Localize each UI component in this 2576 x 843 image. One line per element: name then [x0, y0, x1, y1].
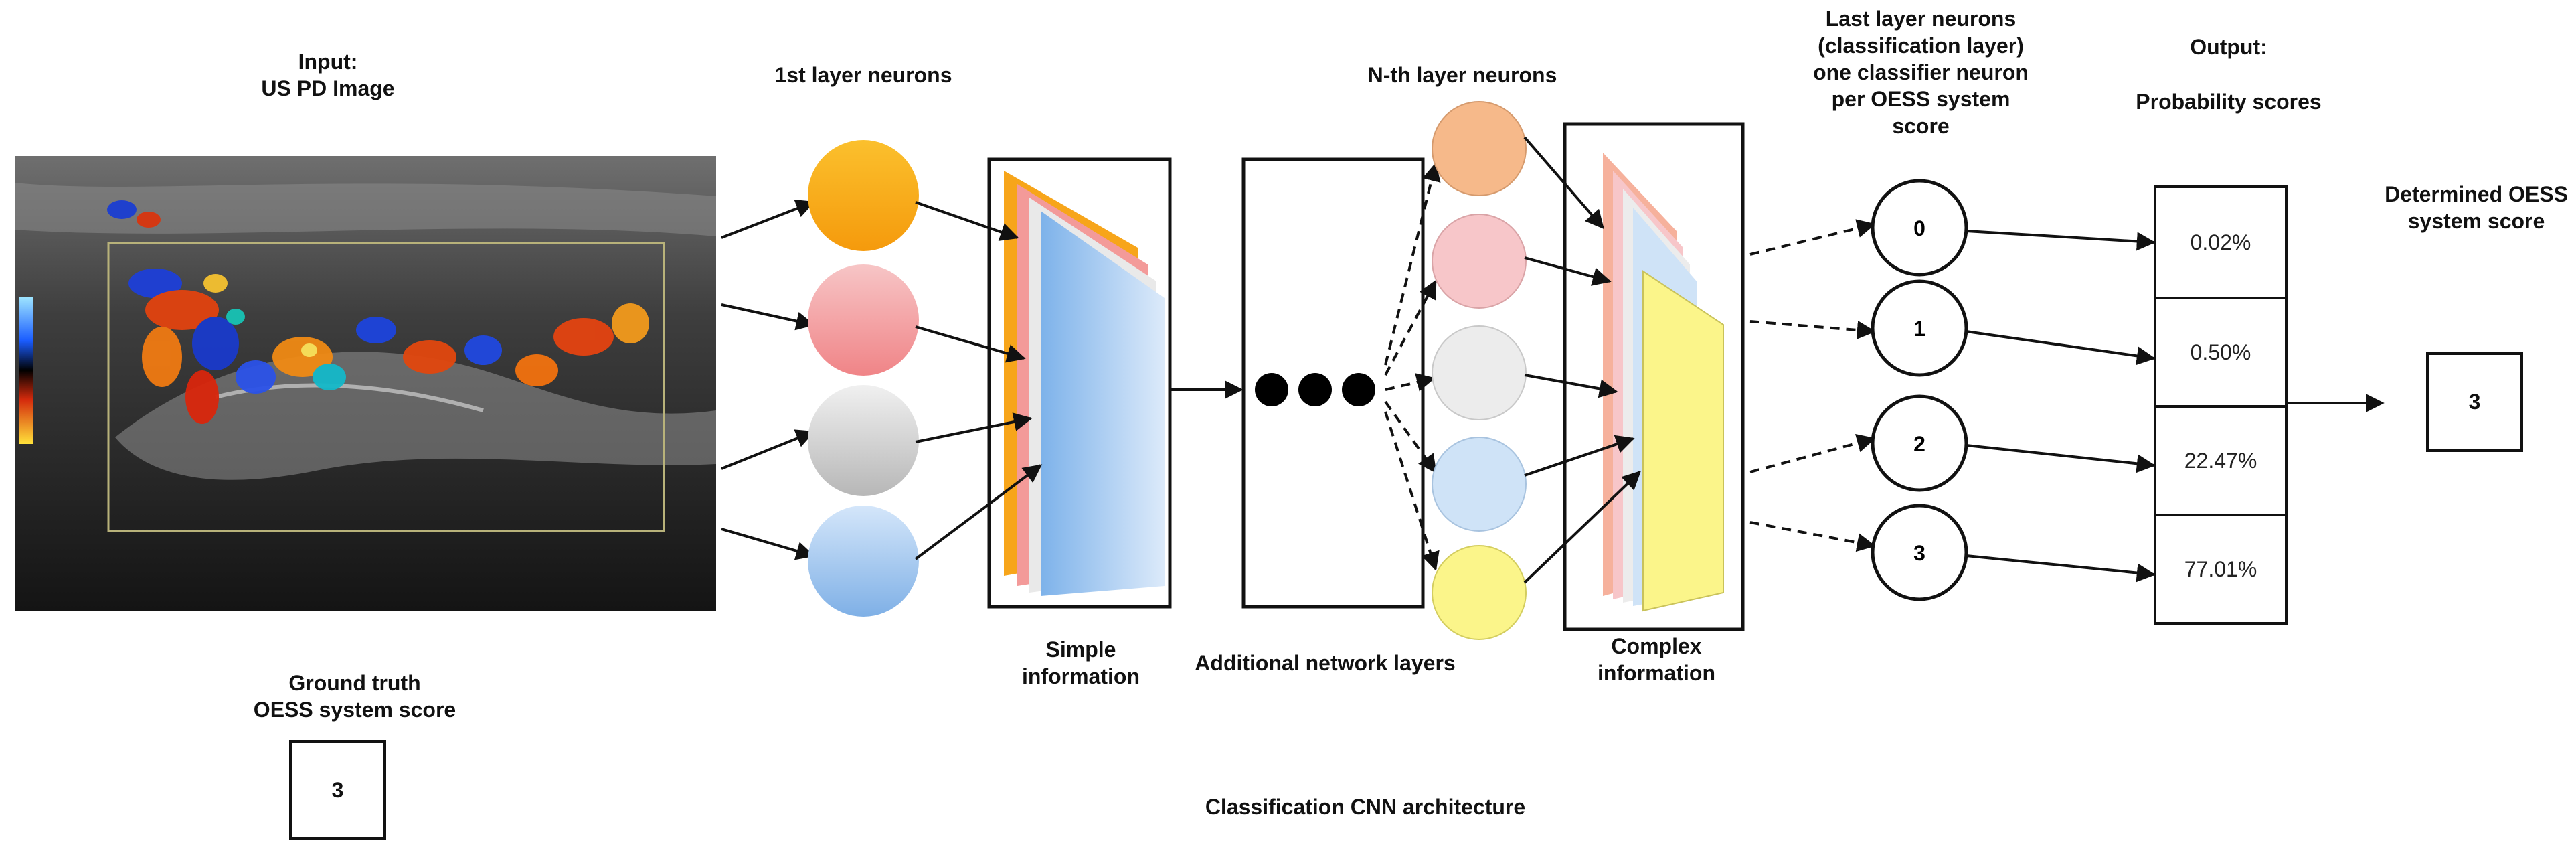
probability-box-1: 0.50% — [2154, 297, 2288, 408]
ground-truth-line2: OESS system score — [253, 698, 456, 722]
nth-arrow-5 — [1384, 411, 1440, 571]
input-arrow-2 — [721, 303, 815, 331]
nth-arrow-2 — [1384, 279, 1437, 376]
complex-arrow-5 — [1523, 471, 1642, 584]
first-arrow-3 — [915, 412, 1033, 443]
probability-box-0: 0.02% — [2154, 185, 2288, 299]
layer-dot-1 — [1255, 373, 1288, 406]
additional-arrows — [1384, 162, 1441, 571]
first-arrow-1 — [915, 201, 1019, 241]
determined-line1: Determined OESS — [2385, 182, 2568, 206]
output-dashed-arrow-3 — [1749, 521, 1876, 552]
nth-arrow-4 — [1384, 400, 1437, 474]
input-arrow-1 — [721, 200, 815, 239]
probability-box-2: 22.47% — [2154, 405, 2288, 516]
output-neuron-label-3: 3 — [1913, 541, 1925, 565]
output-neuron-3 — [1871, 504, 1968, 601]
simple-line1: Simple — [1045, 637, 1116, 662]
output-title-line2: Probability scores — [2136, 90, 2322, 114]
determined-score-box: 3 — [2426, 352, 2523, 452]
input-title: Input: US PD Image — [221, 48, 435, 102]
simple-sheet-blue — [1041, 211, 1165, 596]
figure-caption: Classification CNN architecture — [1205, 795, 1526, 819]
complex-line2: information — [1598, 661, 1715, 685]
input-title-line1: Input: — [298, 50, 358, 74]
output-dashed-arrow-0 — [1749, 219, 1876, 256]
last-layer-line3: one classifier neuron — [1813, 60, 2029, 84]
output-neuron-label-0: 0 — [1913, 216, 1925, 240]
simple-line2: information — [1022, 664, 1140, 688]
determined-line2: system score — [2407, 209, 2545, 233]
simple-information-label: Simple information — [984, 636, 1178, 690]
output-dashed-arrow-2 — [1749, 434, 1876, 473]
complex-arrow-4 — [1524, 435, 1635, 477]
output-neuron-label-2: 2 — [1913, 432, 1925, 456]
output-neuron-2 — [1871, 394, 1968, 492]
first-layer-neuron-2 — [808, 264, 919, 376]
prob-arrow-2 — [1966, 444, 2156, 473]
nth-layer-arrows — [1523, 136, 1642, 584]
nth-layer-title: N-th layer neurons — [1367, 63, 1557, 87]
complex-to-output-arrows — [1749, 219, 1876, 552]
prob-arrow-1 — [1966, 330, 2156, 366]
last-layer-line5: score — [1892, 114, 1950, 138]
first-layer-arrows — [914, 201, 1243, 560]
nth-layer-neuron-3 — [1432, 325, 1527, 420]
first-layer-neuron-4 — [808, 506, 919, 617]
complex-information-label: Complex information — [1559, 633, 1753, 686]
output-title: Output: Probability scores — [2108, 33, 2349, 115]
nth-layer-neuron-1 — [1432, 101, 1527, 196]
output-title-line1: Output: — [2190, 35, 2267, 59]
last-layer-title: Last layer neurons (classification layer… — [1800, 5, 2041, 139]
output-neuron-0 — [1871, 179, 1968, 277]
prob-arrow-3 — [1966, 554, 2156, 583]
nth-arrow-3 — [1385, 373, 1436, 392]
complex-arrow-2 — [1524, 256, 1612, 286]
first-layer-neuron-3 — [808, 385, 919, 496]
output-neuron-label-1: 1 — [1913, 317, 1925, 341]
last-layer-line2: (classification layer) — [1818, 33, 2024, 58]
ultrasound-pd-image — [15, 156, 716, 611]
first-layer-title: 1st layer neurons — [774, 63, 952, 87]
first-layer-neuron-1 — [808, 140, 919, 251]
input-arrows — [721, 200, 815, 560]
last-layer-line1: Last layer neurons — [1825, 7, 2016, 31]
additional-layers-label: Additional network layers — [1195, 651, 1456, 675]
nth-layer-neuron-4 — [1432, 437, 1527, 532]
nth-arrow-1 — [1384, 162, 1441, 366]
first-arrow-4 — [914, 464, 1043, 560]
complex-line1: Complex — [1611, 634, 1702, 658]
ground-truth-line1: Ground truth — [288, 671, 421, 695]
complex-sheet-yellow — [1642, 270, 1724, 612]
first-arrow-2 — [915, 325, 1026, 363]
layer-dot-3 — [1342, 373, 1375, 406]
ultrasound-pd-picture — [15, 156, 716, 611]
determined-title: Determined OESS system score — [2369, 181, 2576, 234]
probability-box-3: 77.01% — [2154, 514, 2288, 625]
prob-arrow-0 — [1966, 230, 2156, 251]
input-arrow-3 — [721, 429, 815, 470]
nth-layer-neuron-2 — [1432, 214, 1527, 309]
input-title-line2: US PD Image — [261, 76, 395, 100]
complex-arrow-3 — [1524, 374, 1618, 398]
complex-arrow-1 — [1523, 136, 1604, 230]
output-dashed-arrow-1 — [1749, 320, 1876, 339]
layer-dot-2 — [1298, 373, 1332, 406]
last-layer-line4: per OESS system — [1831, 87, 2010, 111]
output-neuron-1 — [1871, 279, 1968, 377]
ground-truth-title: Ground truth OESS system score — [228, 670, 482, 723]
nth-layer-neuron-5 — [1432, 545, 1527, 640]
output-arrows — [1966, 230, 2385, 583]
input-arrow-4 — [721, 528, 815, 560]
ground-truth-score-box: 3 — [289, 740, 386, 840]
